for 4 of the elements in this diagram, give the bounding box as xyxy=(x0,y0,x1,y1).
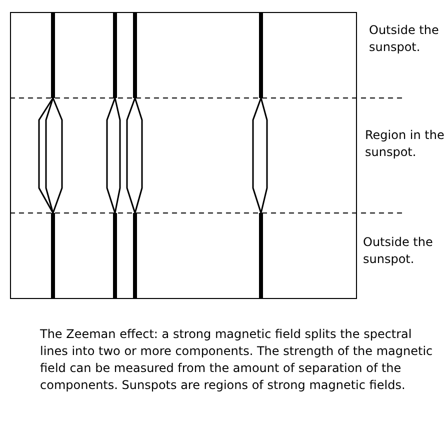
region-label: Region in the sunspot. xyxy=(365,127,445,161)
region-label: Outside the sunspot. xyxy=(363,234,434,268)
caption: The Zeeman effect: a strong magnetic field splits the spectral lines into two or more components. The strength of the magnetic field can be measured from the amount of separation of the components. Sunspots are regions of strong magnetic fields. xyxy=(40,326,434,394)
region-label: Outside the sunspot. xyxy=(369,22,440,56)
